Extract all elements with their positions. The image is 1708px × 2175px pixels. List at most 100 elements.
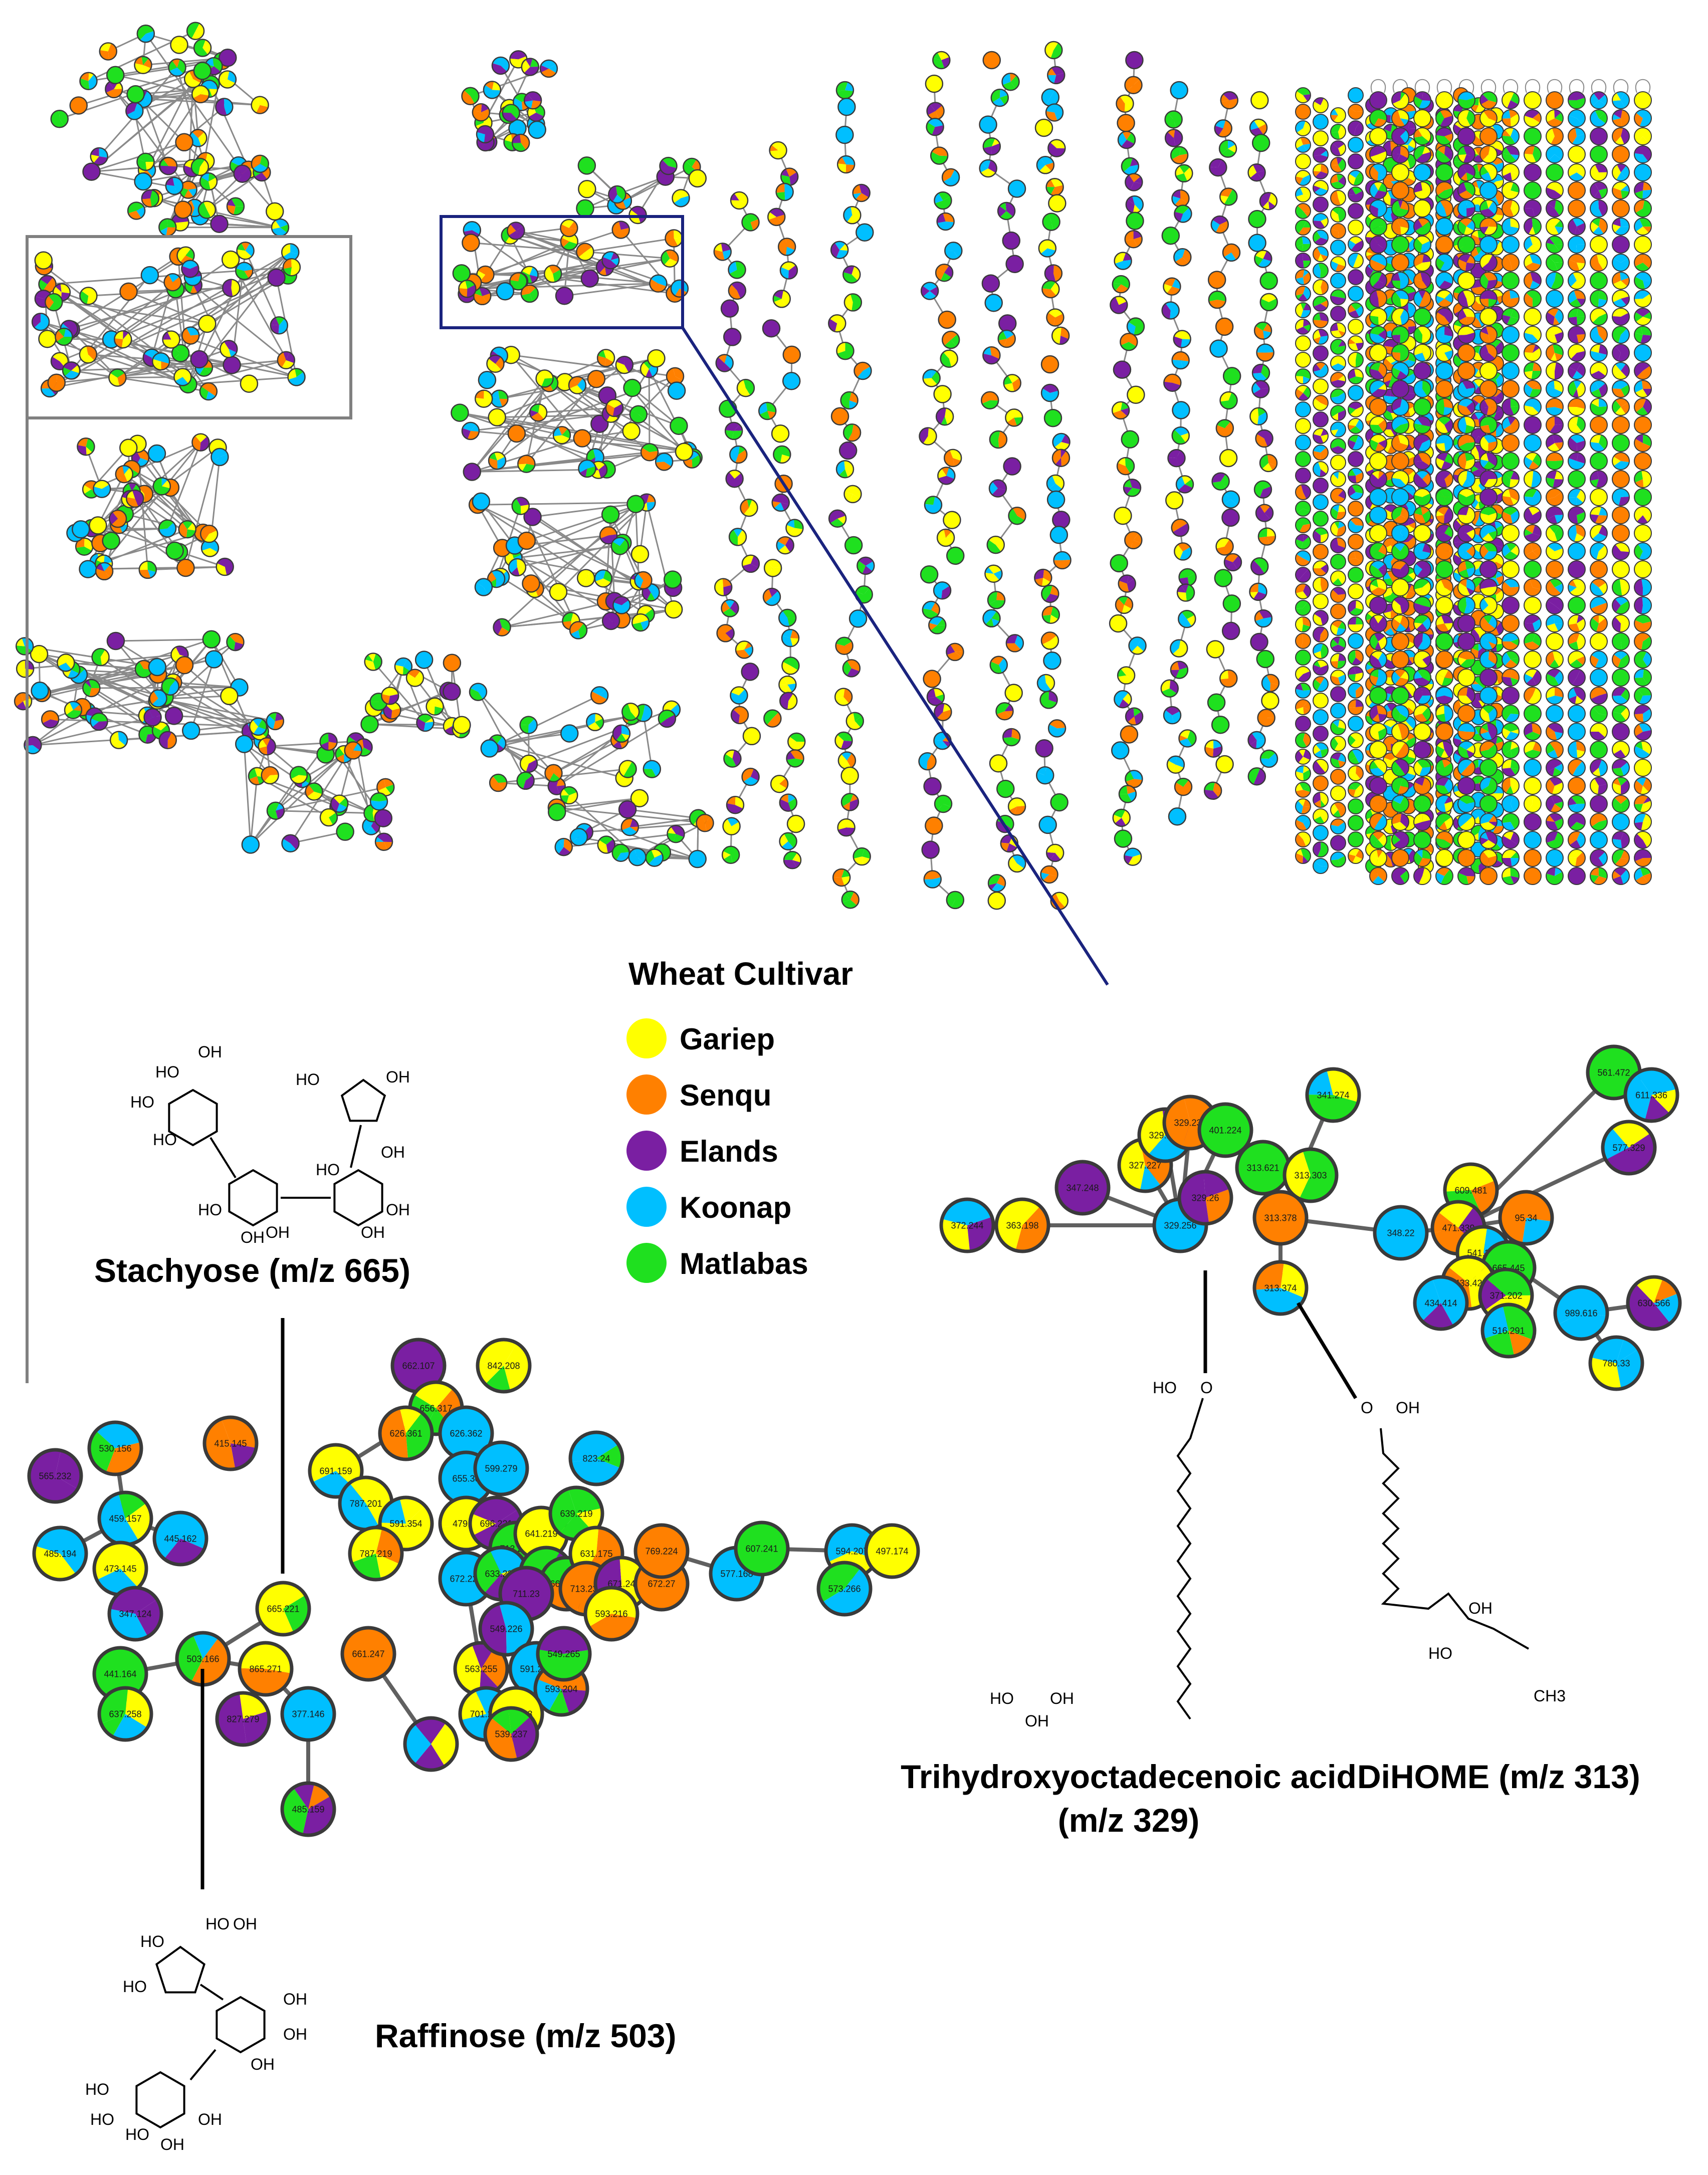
network-node [1348, 87, 1364, 103]
network-node [1295, 451, 1311, 467]
network-node [1214, 569, 1233, 587]
network-node [1295, 782, 1311, 798]
network-node [1348, 335, 1364, 351]
zoom-node-label: 372.244 [951, 1220, 983, 1230]
network-node [1248, 234, 1266, 252]
network-node [1546, 596, 1564, 614]
zoom-node: 630.566 [1626, 1275, 1682, 1331]
network-node [472, 103, 491, 122]
network-node [369, 792, 388, 811]
network-node [1435, 272, 1453, 290]
network-node [1001, 72, 1020, 91]
network-node [943, 449, 962, 468]
zoom-node-label: 823.24 [582, 1453, 610, 1463]
network-node [920, 282, 939, 300]
zoom-node-label: 989.616 [1565, 1308, 1597, 1318]
network-node [1590, 380, 1608, 398]
chem-atom-label: HO [155, 1063, 179, 1081]
network-node [1612, 741, 1630, 759]
network-node [1413, 560, 1431, 578]
network-node [1313, 428, 1329, 444]
network-node [830, 241, 849, 259]
network-node [1369, 308, 1387, 326]
network-node [1045, 843, 1064, 862]
network-node [1634, 344, 1652, 362]
network-node [1348, 501, 1364, 517]
network-node [1524, 272, 1542, 290]
network-node [1634, 849, 1652, 867]
zoom-node-label: 313.378 [1264, 1213, 1297, 1223]
network-node [258, 737, 276, 756]
zoom-frame-right [440, 215, 1109, 986]
network-node [1295, 600, 1311, 616]
zoom-node-label: 549.265 [547, 1649, 580, 1659]
network-node [576, 199, 594, 218]
zoom-node [403, 1716, 459, 1772]
network-node [1369, 813, 1387, 831]
network-node [921, 840, 940, 859]
network-node [374, 809, 393, 827]
network-node [1050, 892, 1069, 910]
network-node [281, 834, 300, 852]
network-node [629, 405, 648, 424]
zoom-node-label: 539.237 [495, 1729, 527, 1739]
network-node [222, 279, 241, 297]
network-node [1546, 759, 1564, 777]
zoom-node: 363.198 [994, 1197, 1050, 1253]
network-node [1634, 650, 1652, 669]
network-node [1612, 723, 1630, 741]
network-node [1435, 705, 1453, 723]
network-node [173, 368, 192, 386]
network-node [1502, 759, 1520, 777]
network-node [193, 39, 212, 57]
network-node [1612, 849, 1630, 867]
network-node [1612, 398, 1630, 416]
network-node [1590, 91, 1608, 109]
network-node [845, 712, 865, 730]
network-node [1125, 707, 1144, 726]
network-node [1524, 596, 1542, 614]
network-node [1435, 542, 1453, 560]
network-node [779, 692, 798, 710]
network-node [782, 345, 801, 364]
network-node [1295, 87, 1311, 103]
network-node [1413, 831, 1431, 849]
network-node [99, 42, 118, 61]
zoom-node: 842.208 [476, 1338, 532, 1394]
network-node [1546, 614, 1564, 632]
network-node [1457, 669, 1475, 687]
network-node [1041, 280, 1060, 299]
network-node [1128, 636, 1147, 655]
network-node [1590, 326, 1608, 344]
network-node [1125, 195, 1144, 214]
network-node [1369, 614, 1387, 632]
network-node [1348, 798, 1364, 814]
network-node [190, 350, 208, 369]
network-node [1612, 272, 1630, 290]
network-node [1435, 614, 1453, 632]
network-node [1524, 723, 1542, 741]
network-node [1170, 639, 1188, 658]
network-node [781, 628, 800, 647]
network-node [1348, 186, 1364, 202]
network-node [1114, 690, 1132, 709]
network-node [777, 238, 796, 256]
network-node [1369, 91, 1387, 109]
network-node [1413, 777, 1431, 795]
zoom-node: 95.34 [1498, 1190, 1554, 1246]
network-node [1330, 686, 1346, 702]
network-node [1590, 272, 1608, 290]
network-node [1457, 488, 1475, 506]
network-node [780, 167, 799, 186]
network-node [1435, 723, 1453, 741]
network-node [31, 681, 49, 700]
network-node [1568, 272, 1586, 290]
network-node [1546, 254, 1564, 272]
network-node [1502, 506, 1520, 524]
network-node [1634, 290, 1652, 308]
network-node [1313, 147, 1329, 163]
zoom-node: 691.159 [308, 1443, 364, 1499]
network-node [1330, 653, 1346, 669]
network-node [1413, 199, 1431, 218]
network-node [1568, 687, 1586, 705]
